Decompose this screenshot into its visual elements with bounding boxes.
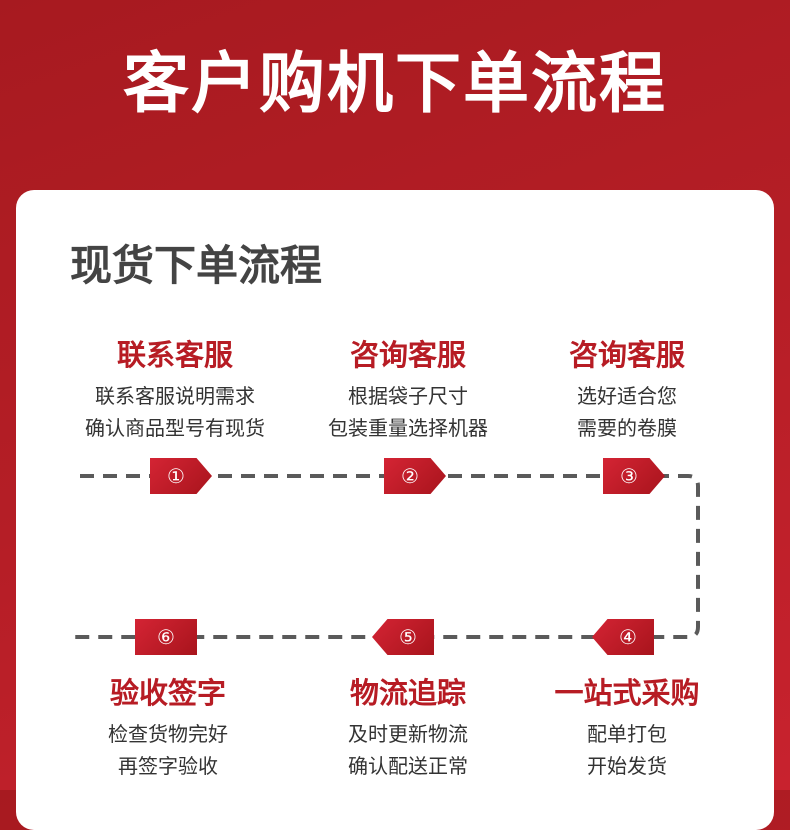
flow-path [75, 474, 700, 639]
step-1: 联系客服联系客服说明需求确认商品型号有现货 [60, 332, 290, 444]
step-line: 根据袋子尺寸 [348, 384, 468, 408]
step-6-badge: ⑥ [135, 619, 197, 655]
step-2: 咨询客服根据袋子尺寸包装重量选择机器 [293, 332, 523, 444]
step-title: 咨询客服 [349, 338, 466, 372]
step-line: 选好适合您 [577, 384, 677, 408]
step-line: 再签字验收 [118, 754, 218, 778]
step-title: 验收签字 [109, 676, 226, 710]
step-4: 一站式采购配单打包开始发货 [512, 670, 742, 782]
step-line: 及时更新物流 [348, 722, 468, 746]
step-title: 联系客服 [116, 338, 233, 372]
content-card [16, 190, 774, 830]
step-3: 咨询客服选好适合您需要的卷膜 [512, 332, 742, 444]
step-6: 验收签字检查货物完好再签字验收 [53, 670, 283, 782]
step-line: 配单打包 [587, 722, 667, 746]
step-line: 确认商品型号有现货 [85, 416, 265, 440]
step-line: 确认配送正常 [348, 754, 468, 778]
step-title: 一站式采购 [554, 676, 700, 710]
step-line: 联系客服说明需求 [95, 384, 255, 408]
step-5: 物流追踪及时更新物流确认配送正常 [293, 670, 523, 782]
step-2-badge: ② [384, 458, 446, 494]
step-title: 物流追踪 [349, 676, 466, 710]
section-title: 现货下单流程 [70, 241, 323, 290]
step-line: 开始发货 [587, 754, 667, 778]
step-5-badge: ⑤ [372, 619, 434, 655]
step-line: 检查货物完好 [108, 722, 228, 746]
step-title: 咨询客服 [568, 338, 685, 372]
step-line: 包装重量选择机器 [328, 416, 488, 440]
page-title: 客户购机下单流程 [123, 45, 667, 122]
step-line: 需要的卷膜 [577, 416, 677, 440]
